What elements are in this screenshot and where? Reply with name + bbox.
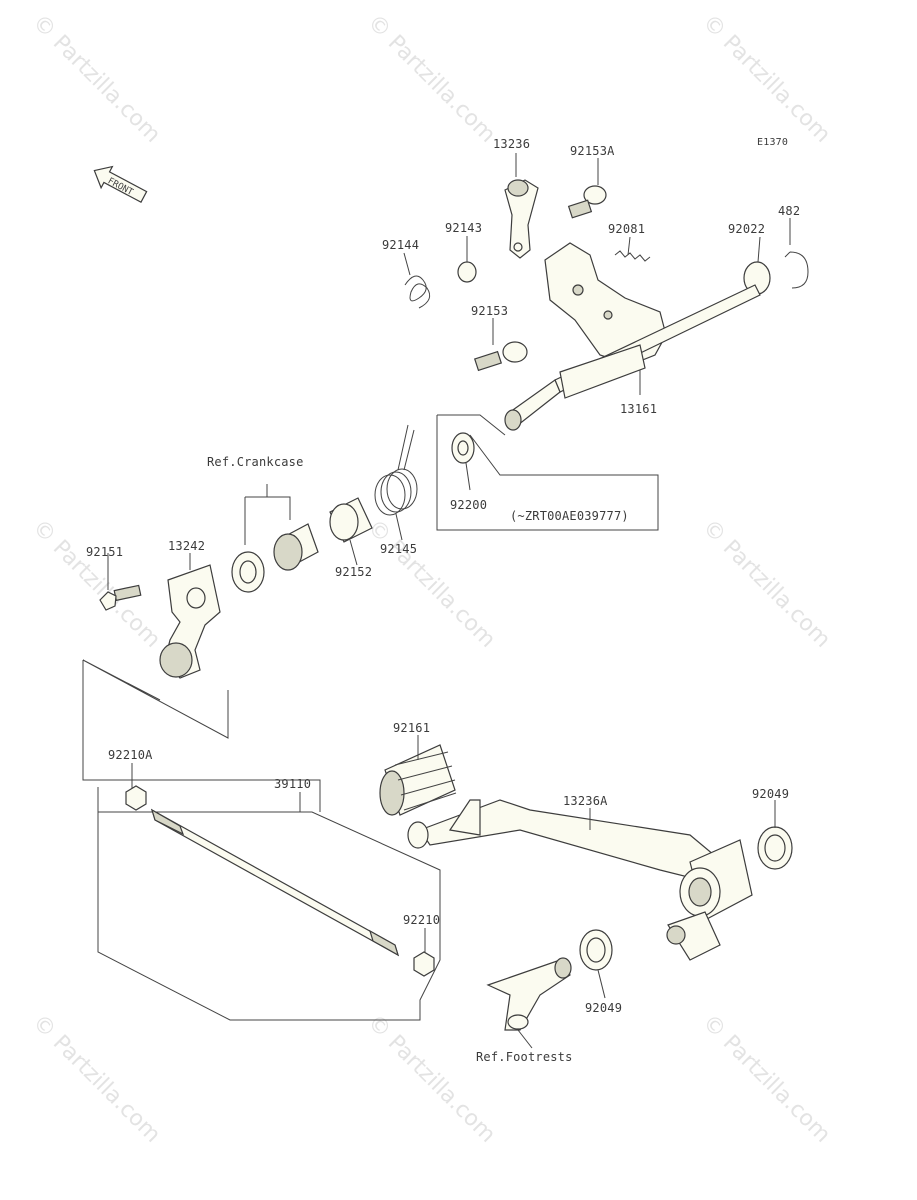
part-92161-pedal-rubber[interactable] [379, 744, 457, 816]
part-needle-bearing[interactable] [273, 523, 319, 571]
part-92049-oil-seal-upper[interactable] [757, 826, 793, 870]
part-92049-oil-seal-lower[interactable] [579, 929, 613, 971]
label-92143[interactable]: 92143 [445, 221, 483, 235]
label-ref-footrests: Ref.Footrests [476, 1050, 573, 1064]
label-92145[interactable]: 92145 [380, 542, 418, 556]
part-92151-bolt[interactable] [99, 584, 142, 611]
part-92145-return-spring[interactable] [374, 424, 418, 516]
label-92200[interactable]: 92200 [450, 498, 488, 512]
label-92144[interactable]: 92144 [382, 238, 420, 252]
part-92143-collar[interactable] [457, 261, 477, 283]
label-ref-crankcase: Ref.Crankcase [207, 455, 304, 469]
label-39110[interactable]: 39110 [274, 777, 312, 791]
part-footrest-clevis[interactable] [486, 957, 572, 1031]
part-shift-mechanism[interactable] [544, 242, 667, 366]
label-482[interactable]: 482 [778, 204, 801, 218]
diagram-code: E1370 [757, 137, 789, 148]
label-92210A[interactable]: 92210A [108, 748, 153, 762]
part-92152-collar[interactable] [329, 497, 373, 543]
label-92049-upper[interactable]: 92049 [752, 787, 790, 801]
part-13161-shift-shaft[interactable] [504, 284, 761, 431]
part-482-circlip[interactable] [784, 251, 809, 289]
label-92151[interactable]: 92151 [86, 545, 124, 559]
label-92049-lower[interactable]: 92049 [585, 1001, 623, 1015]
label-92152[interactable]: 92152 [335, 565, 373, 579]
front-arrow-icon: FRONT [93, 165, 148, 203]
part-39110-shift-rod[interactable] [150, 808, 400, 957]
label-92022[interactable]: 92022 [728, 222, 766, 236]
part-92153A-bolt[interactable] [567, 185, 607, 219]
part-oil-seal[interactable] [231, 551, 265, 593]
part-92153-bolt[interactable] [473, 341, 528, 372]
label-13242[interactable]: 13242 [168, 539, 206, 553]
part-13236A-shift-pedal[interactable] [407, 799, 753, 921]
label-92081[interactable]: 92081 [608, 222, 646, 236]
label-13161[interactable]: 13161 [620, 402, 658, 416]
part-92144-spring[interactable] [404, 275, 431, 309]
label-92161[interactable]: 92161 [393, 721, 431, 735]
part-13242-shift-lever[interactable] [159, 564, 221, 679]
serial-note: (~ZRT00AE039777) [510, 509, 629, 523]
label-92210[interactable]: 92210 [403, 913, 441, 927]
part-13236-lever[interactable] [504, 179, 539, 259]
part-92210A-nut[interactable] [125, 785, 147, 811]
label-13236[interactable]: 13236 [493, 137, 531, 151]
label-13236A[interactable]: 13236A [563, 794, 608, 808]
part-92210-nut[interactable] [413, 951, 435, 977]
label-92153A[interactable]: 92153A [570, 144, 615, 158]
part-92081-spring[interactable] [614, 250, 651, 262]
leader-lines [107, 153, 791, 1049]
label-92153[interactable]: 92153 [471, 304, 509, 318]
part-pedal-joint[interactable] [666, 911, 721, 961]
